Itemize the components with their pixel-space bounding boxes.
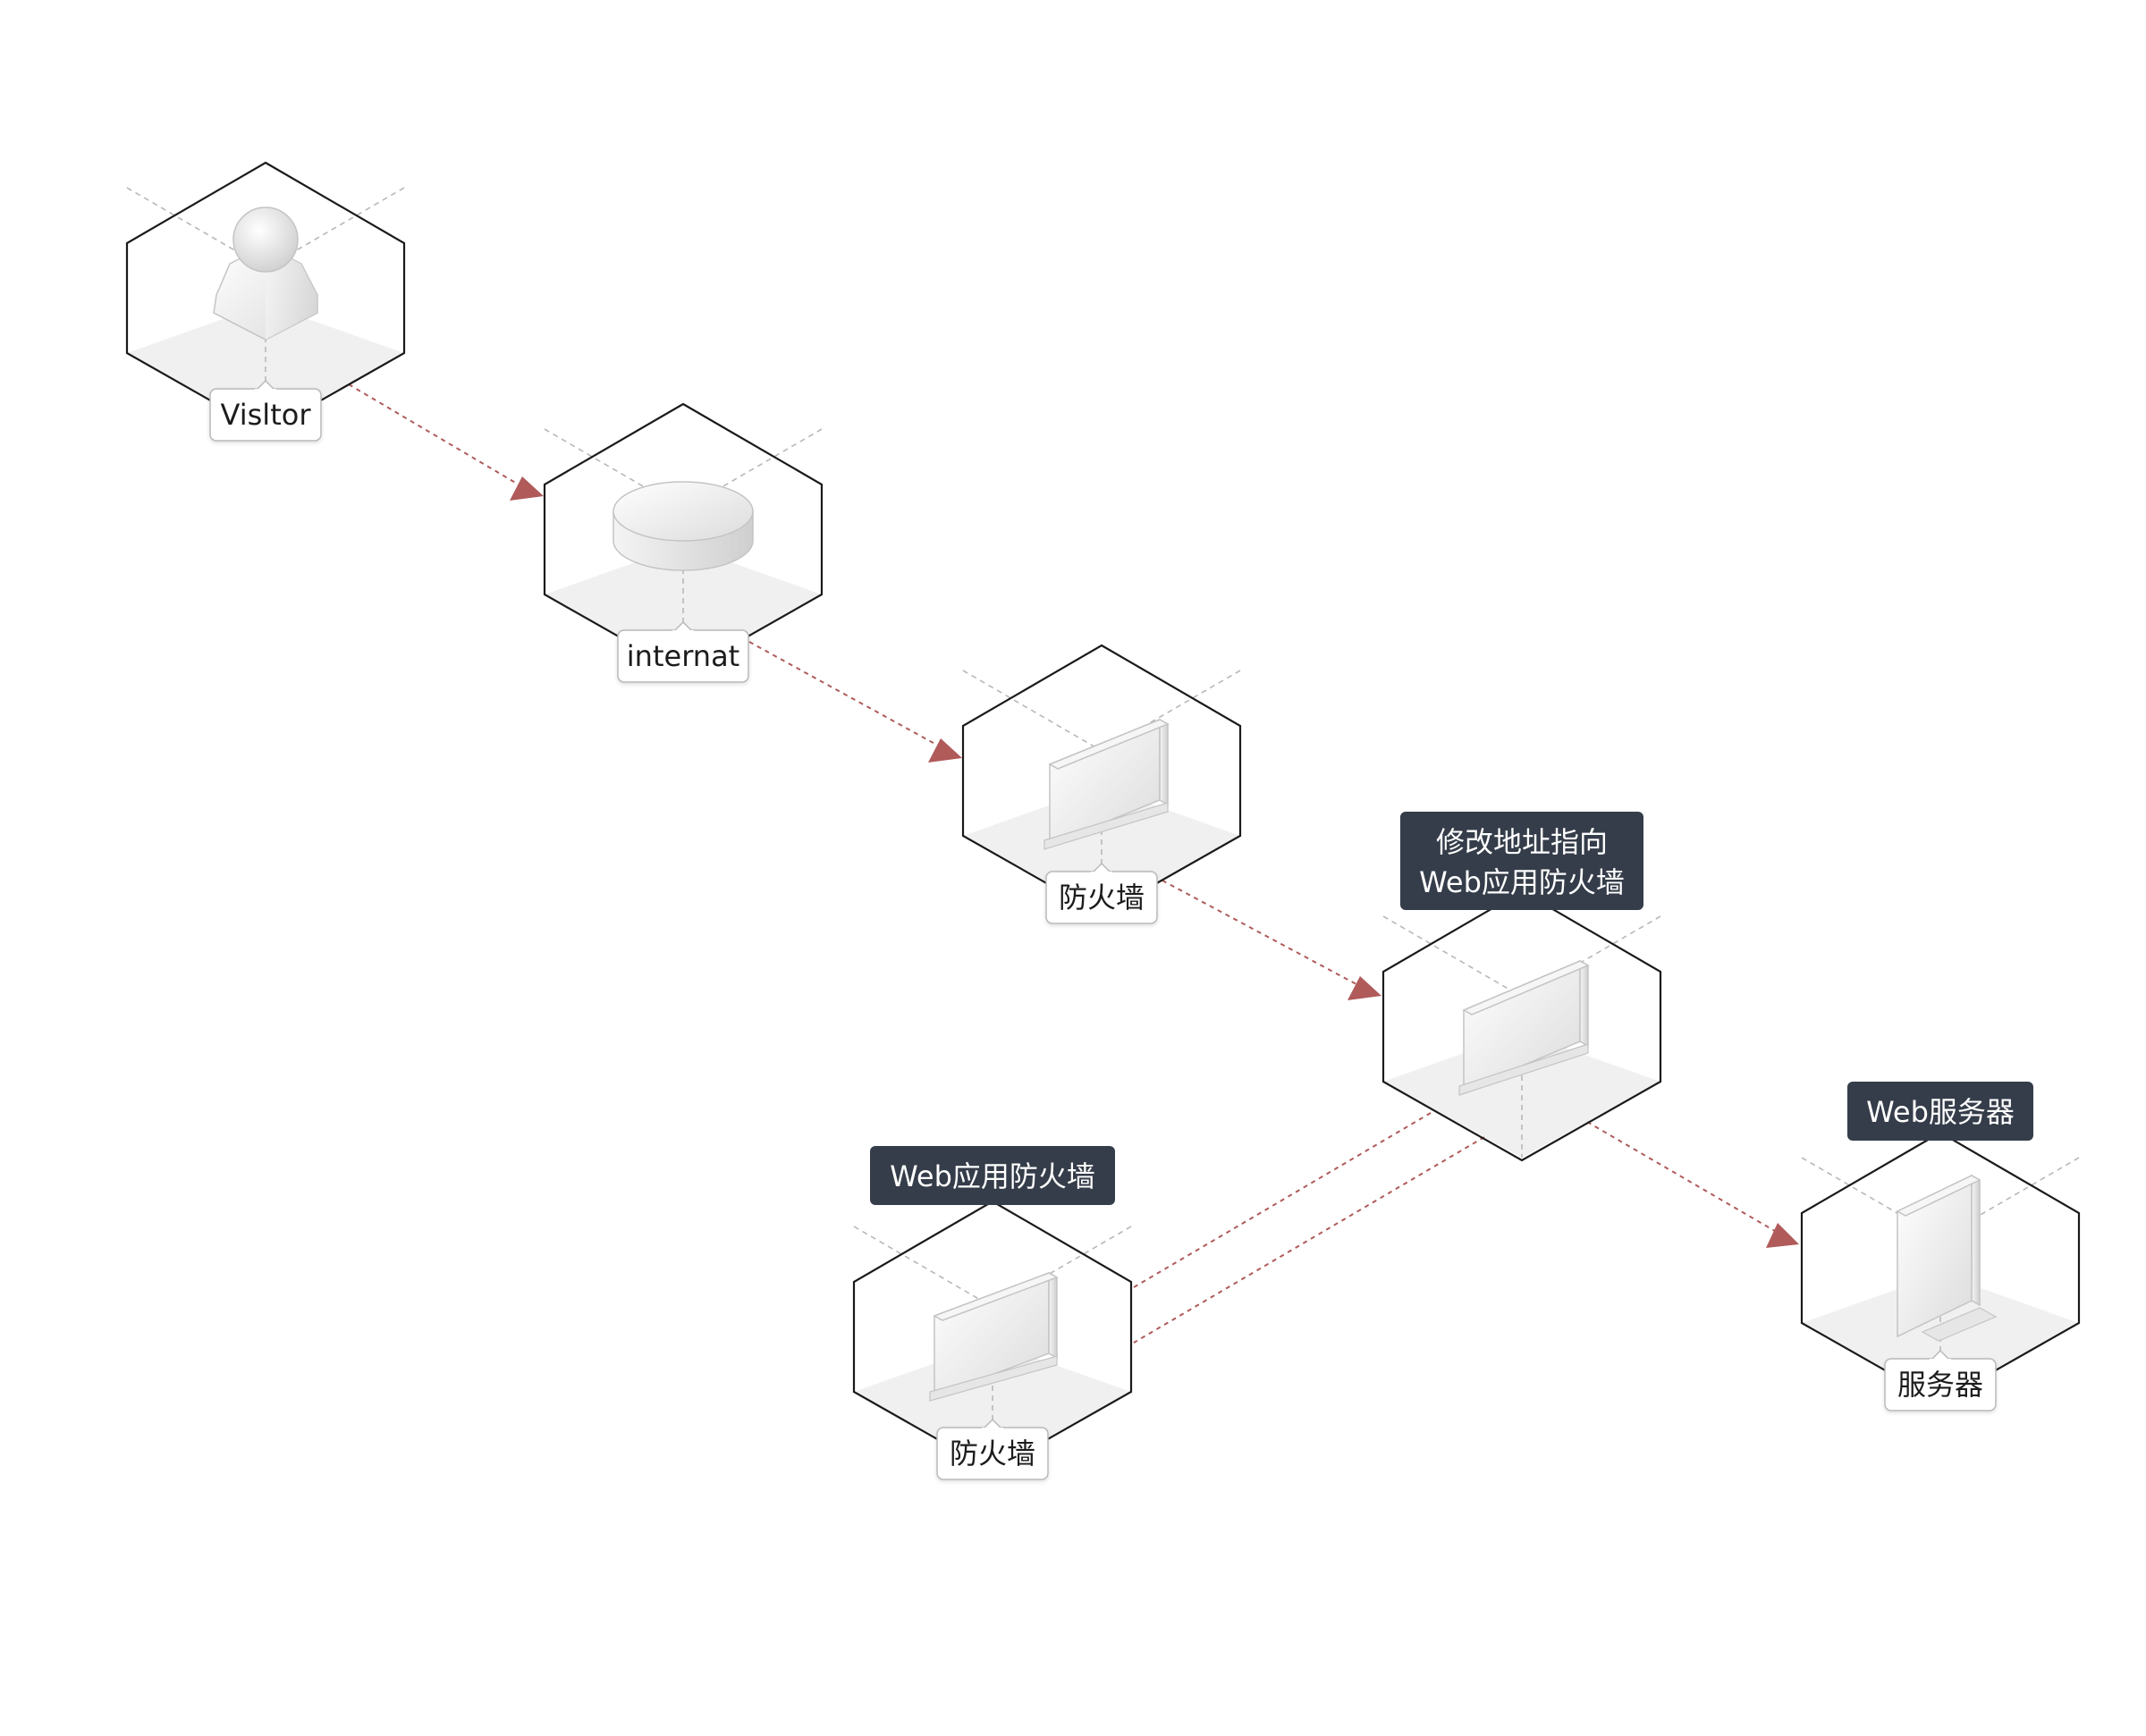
node-waf-main[interactable]: 修改地址指向 Web应用防火墙 xyxy=(1381,812,1662,1162)
waf-side-label: 防火墙 xyxy=(950,1437,1035,1471)
connector-waf-side-lower xyxy=(1133,1136,1485,1344)
server-icon xyxy=(1896,1174,1998,1342)
connector-internet-firewall xyxy=(748,641,949,752)
waf-main-annotation-line2: Web应用防火墙 xyxy=(1419,865,1625,899)
waf-main-annotation-line1: 修改地址指向 xyxy=(1436,825,1608,859)
firewall-icon xyxy=(1458,959,1590,1096)
label-callout: 服务器 xyxy=(1884,1349,1997,1412)
node-waf-side[interactable]: 防火墙 Web应用防火墙 xyxy=(852,1146,1133,1480)
internet-label: internat xyxy=(627,639,739,673)
arrowhead-firewall xyxy=(928,738,962,763)
hex-guides xyxy=(544,428,823,670)
label-callout: Visltor xyxy=(209,379,322,442)
hex-guides xyxy=(1382,915,1661,1158)
label-callout: internat xyxy=(617,620,749,683)
user-icon xyxy=(213,206,318,341)
arrowhead-internet xyxy=(510,476,544,501)
connector-waf-side-upper xyxy=(1133,1112,1432,1288)
firewall-icon xyxy=(929,1271,1059,1402)
web-server-label: 服务器 xyxy=(1897,1368,1983,1402)
label-callout: 防火墙 xyxy=(1045,862,1158,924)
hex-guides xyxy=(853,1226,1132,1468)
connector-arrowheads xyxy=(510,476,1799,1248)
label-callout: 防火墙 xyxy=(936,1418,1049,1480)
hex-outline xyxy=(1381,889,1662,1162)
connector-waf-server xyxy=(1586,1121,1780,1235)
node-web-server[interactable]: 服务器 Web服务器 xyxy=(1800,1082,2081,1412)
connector-firewall-waf xyxy=(1162,880,1369,991)
annotation-dark-label: Web应用防火墙 xyxy=(870,1146,1115,1205)
node-visitor[interactable]: Visltor xyxy=(125,161,406,442)
web-server-annotation: Web服务器 xyxy=(1866,1095,2015,1129)
arrowhead-waf xyxy=(1348,976,1381,1000)
visitor-label: Visltor xyxy=(221,398,312,432)
arrowhead-server xyxy=(1766,1223,1799,1248)
connector-visitor-internet xyxy=(348,383,528,491)
hex-guides xyxy=(1801,1157,2080,1399)
annotation-dark-label: Web服务器 xyxy=(1847,1082,2033,1141)
connectors xyxy=(348,383,1780,1344)
cloud-icon xyxy=(613,481,754,571)
node-firewall[interactable]: 防火墙 xyxy=(961,644,1242,924)
hex-guides xyxy=(126,187,405,429)
annotation-dark-label: 修改地址指向 Web应用防火墙 xyxy=(1400,812,1643,910)
firewall-label: 防火墙 xyxy=(1059,881,1145,914)
node-internet[interactable]: internat xyxy=(543,402,824,683)
waf-side-annotation: Web应用防火墙 xyxy=(890,1159,1095,1193)
firewall-icon xyxy=(1043,718,1170,850)
